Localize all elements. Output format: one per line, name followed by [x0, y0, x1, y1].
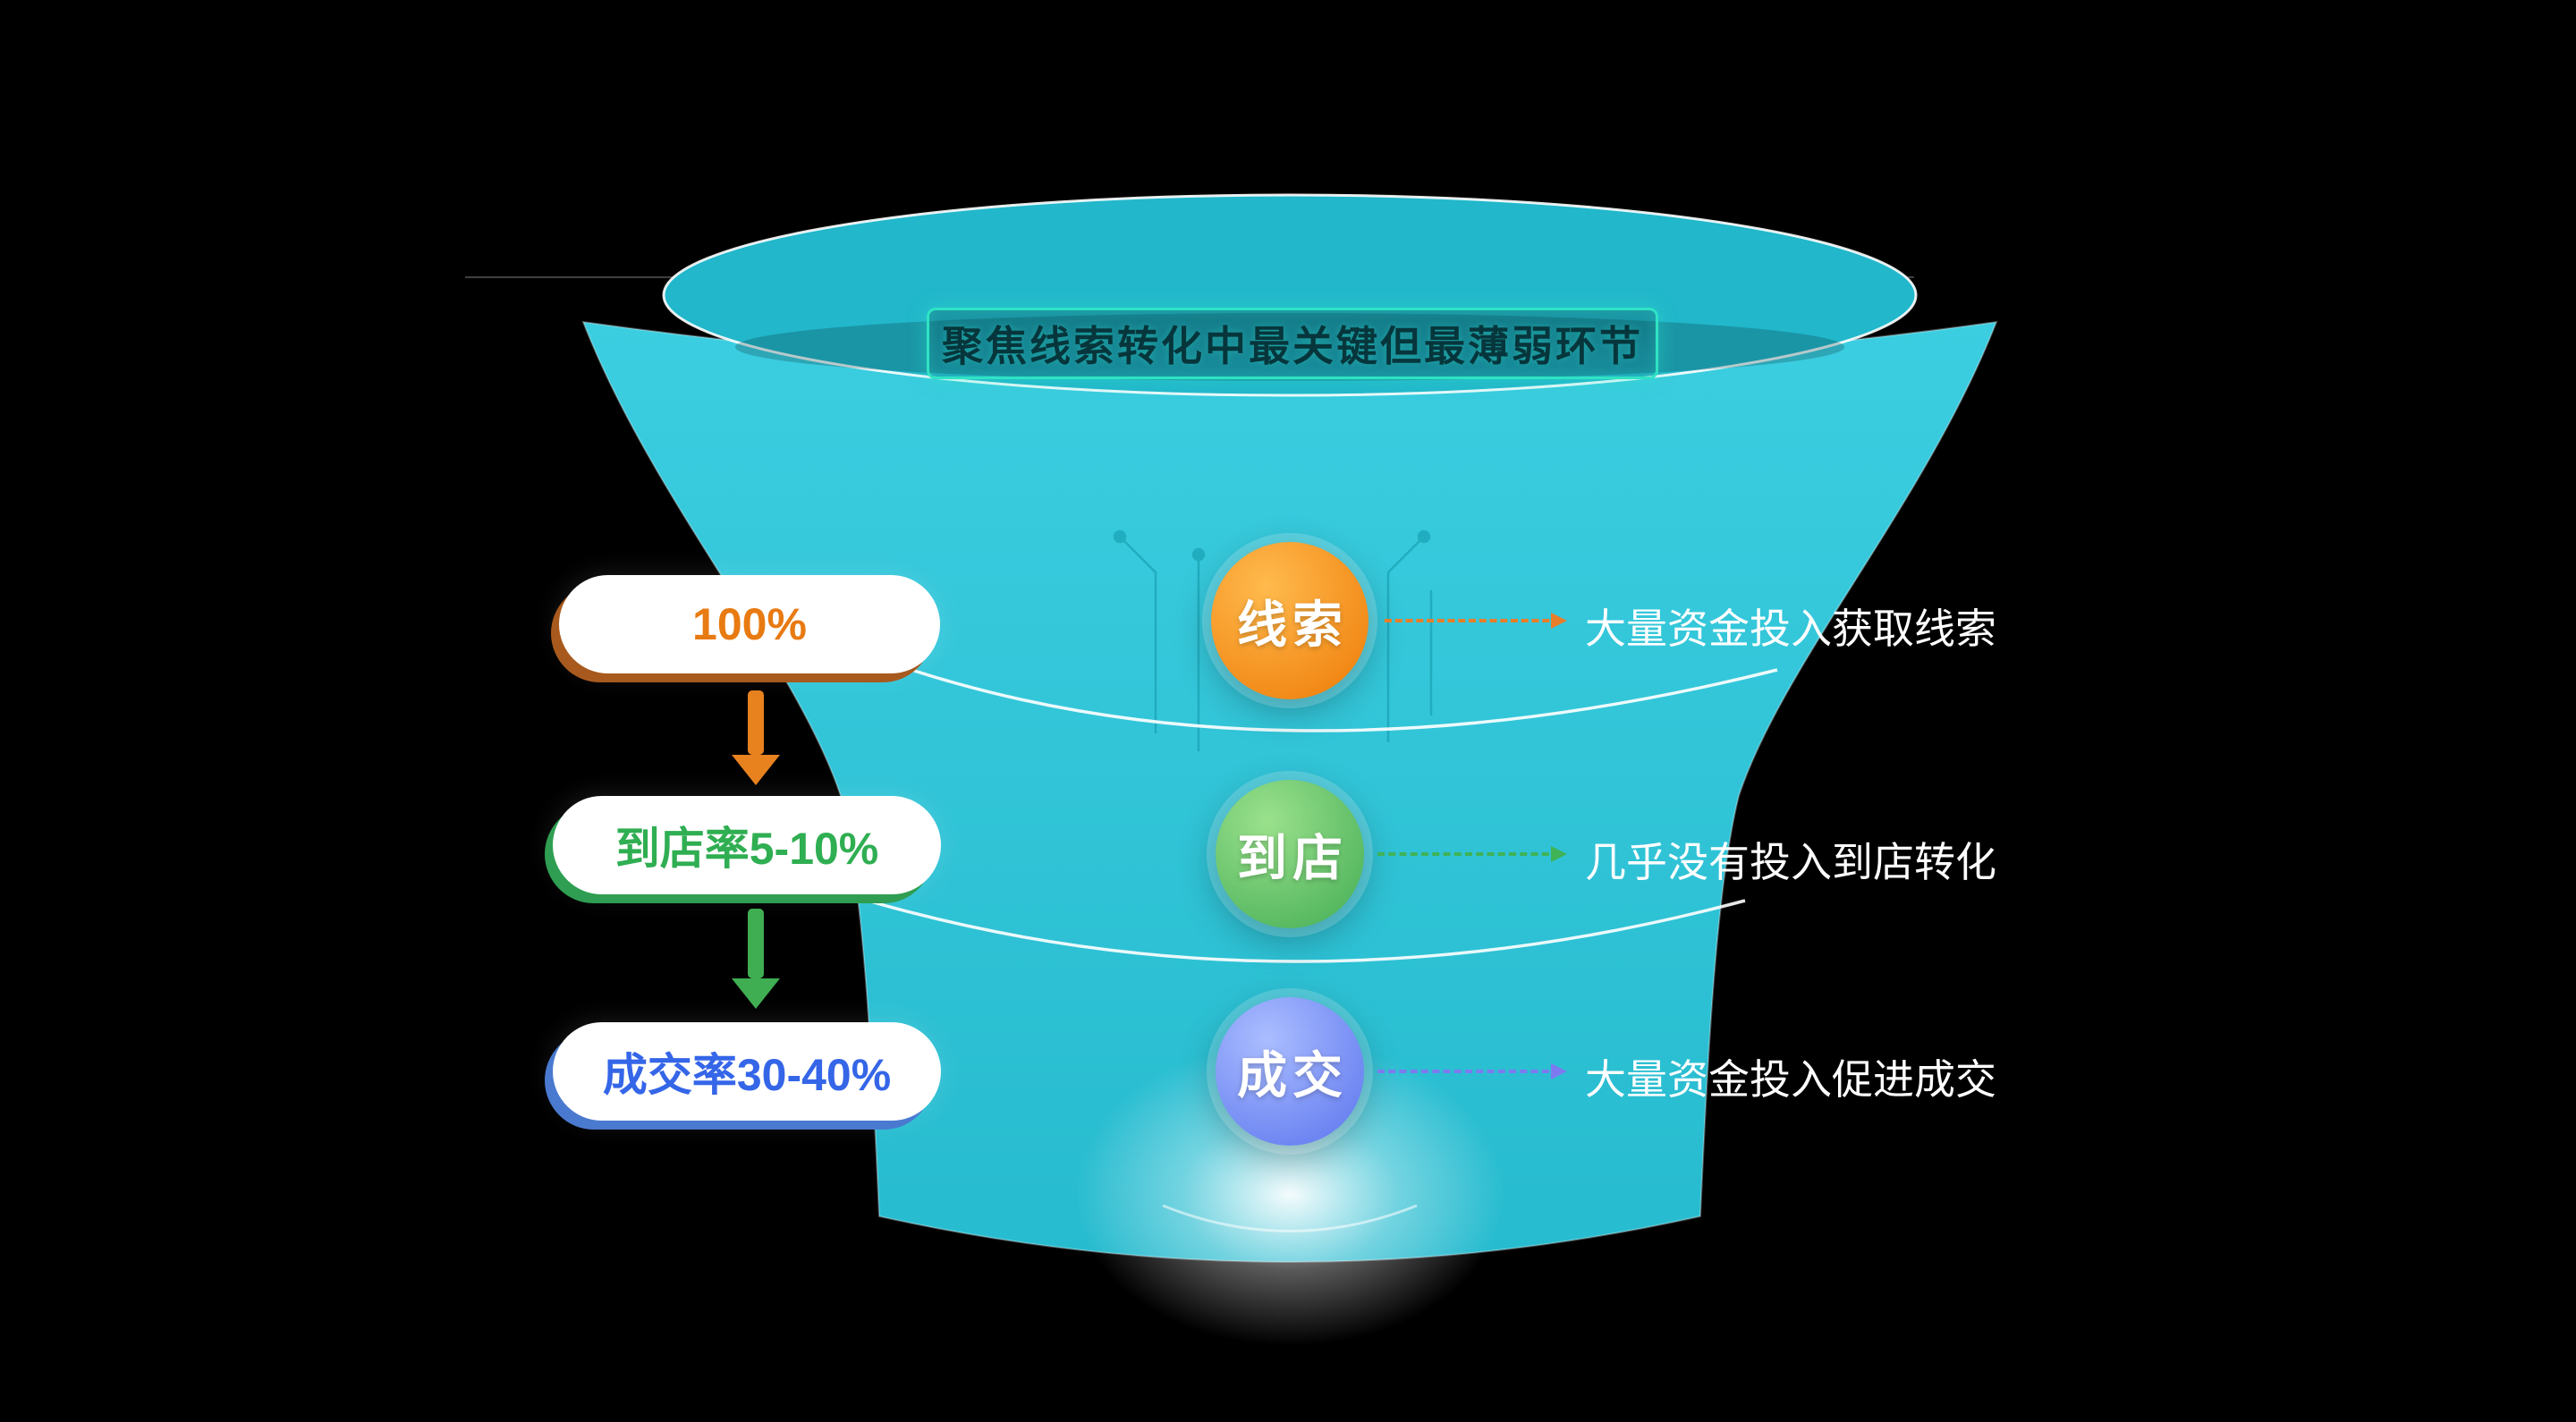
pill-leads-rate-label: 100% [692, 599, 807, 649]
dashed-arrow-icon-deal [1377, 1063, 1567, 1079]
annotation-visit: 几乎没有投入到店转化 [1585, 839, 1996, 885]
bottom-glow-arc [1162, 1204, 1418, 1232]
stage-bubble-deal: 成交 [1216, 997, 1364, 1146]
down-arrow-head [732, 978, 780, 1009]
pill-leads-rate: 100% [559, 575, 940, 673]
dashed-arrow-icon-leads [1385, 613, 1567, 629]
dashed-arrow-icon-visit [1377, 846, 1567, 862]
bottom-glow [1075, 1042, 1504, 1346]
stage-bubble-leads-label: 线索 [1237, 596, 1348, 653]
stage-bubble-deal-label: 成交 [1237, 1046, 1348, 1104]
down-arrow-bar [748, 690, 764, 755]
pill-visit-rate: 到店率5-10% [553, 796, 941, 894]
stage-bubble-visit-label: 到店 [1237, 829, 1348, 886]
pill-deal-rate: 成交率30-40% [553, 1022, 941, 1121]
down-arrow-icon-visit-to-deal [732, 909, 780, 1009]
stage-bubble-leads: 线索 [1211, 542, 1368, 699]
divider-arc-2 [867, 899, 1746, 963]
pill-deal-rate-label: 成交率30-40% [602, 1050, 892, 1100]
title-banner: 聚焦线索转化中最关键但最薄弱环节 [927, 308, 1658, 379]
divider-arc-1 [911, 668, 1778, 732]
pill-visit-rate-label: 到店率5-10% [614, 824, 879, 874]
stage-bubble-visit: 到店 [1216, 780, 1364, 928]
circuit-decoration [1113, 529, 1433, 751]
annotation-deal: 大量资金投入促进成交 [1585, 1056, 1996, 1103]
funnel-rim [662, 193, 1918, 397]
down-arrow-head [732, 755, 780, 785]
down-arrow-bar [748, 909, 764, 978]
title-shadow-band [735, 313, 1844, 381]
title-text: 聚焦线索转化中最关键但最薄弱环节 [942, 323, 1643, 369]
annotation-leads: 大量资金投入获取线索 [1585, 605, 1996, 652]
down-arrow-icon-leads-to-visit [732, 690, 780, 785]
